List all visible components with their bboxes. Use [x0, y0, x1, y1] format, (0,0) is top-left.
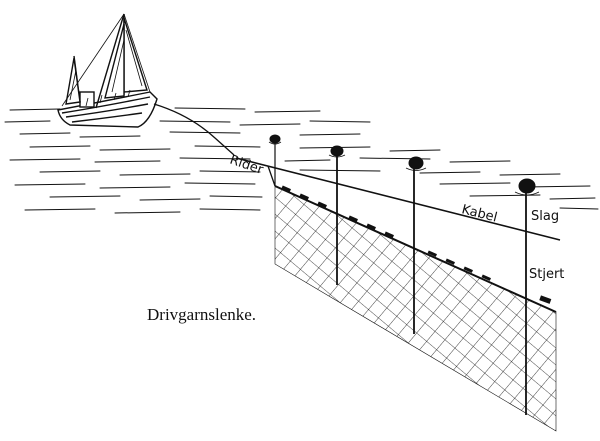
- sea-surface: [4, 107, 599, 214]
- slag-label: Slag: [531, 209, 559, 224]
- kabel-label: Kabel: [460, 202, 499, 225]
- drift-net: [274, 185, 557, 432]
- rider-label: Rider: [228, 153, 266, 179]
- buoys: [268, 134, 540, 415]
- tow-line: [153, 103, 561, 241]
- figure-caption: Drivgarnslenke.: [147, 305, 256, 324]
- stjert-label: Stjert: [529, 267, 564, 282]
- fishing-boat: [57, 13, 158, 128]
